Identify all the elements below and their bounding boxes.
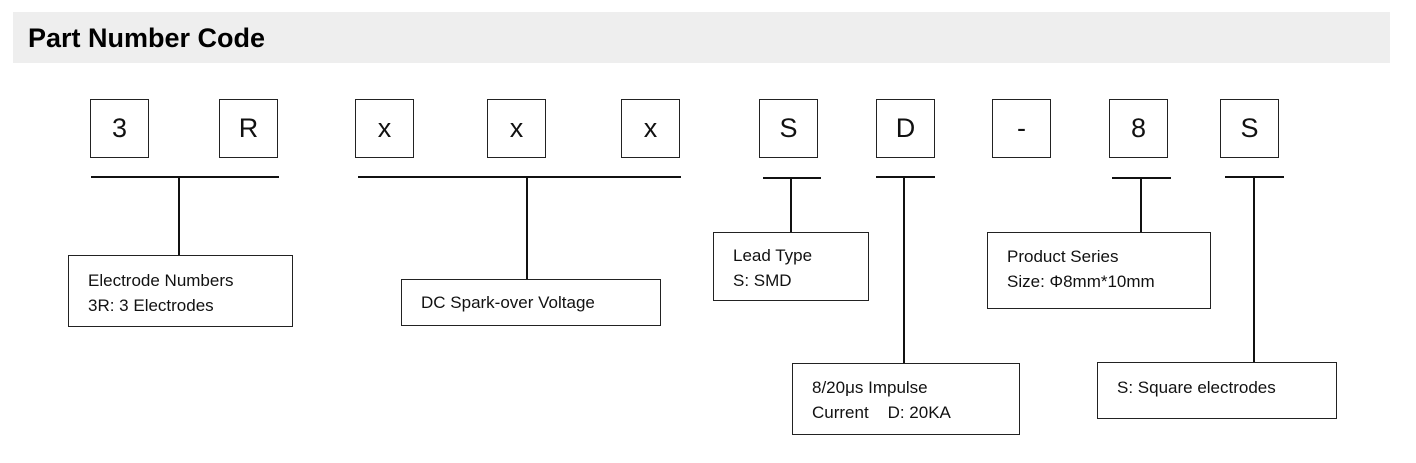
- electrode-numbers-value: 3R: 3 Electrodes: [88, 296, 214, 315]
- connector-line-voltage: [526, 176, 528, 280]
- code-char-box: S: [759, 99, 818, 158]
- code-char-box: x: [355, 99, 414, 158]
- product-series-value: Size: Φ8mm*10mm: [1007, 272, 1155, 291]
- code-char-box: R: [219, 99, 278, 158]
- lead-type-title: Lead Type: [733, 246, 813, 265]
- impulse-current-box: 8/20μs Impulse Current D: 20KA: [792, 363, 1020, 435]
- product-series-title: Product Series: [1007, 247, 1119, 266]
- code-char-box: -: [992, 99, 1051, 158]
- bracket-line-lead: [763, 177, 821, 179]
- electrode-numbers-title: Electrode Numbers: [88, 271, 234, 290]
- code-char-box: x: [621, 99, 680, 158]
- code-char-box: D: [876, 99, 935, 158]
- dc-voltage-title: DC Spark-over Voltage: [421, 293, 595, 312]
- page-title: Part Number Code: [28, 23, 266, 53]
- impulse-current-value: Current D: 20KA: [812, 403, 951, 422]
- square-electrodes-title: S: Square electrodes: [1117, 378, 1276, 397]
- bracket-line-electrode: [91, 176, 279, 178]
- connector-line-lead: [790, 177, 792, 233]
- connector-line-impulse: [903, 176, 905, 364]
- lead-type-box: Lead Type S: SMD: [713, 232, 869, 301]
- electrode-numbers-box: Electrode Numbers 3R: 3 Electrodes: [68, 255, 293, 327]
- bracket-line-impulse: [876, 176, 935, 178]
- connector-line-square: [1253, 176, 1255, 363]
- section-header: Part Number Code: [13, 12, 1390, 63]
- lead-type-value: S: SMD: [733, 271, 792, 290]
- connector-line-series: [1140, 177, 1142, 233]
- code-char-box: x: [487, 99, 546, 158]
- code-char-box: 8: [1109, 99, 1168, 158]
- product-series-box: Product Series Size: Φ8mm*10mm: [987, 232, 1211, 309]
- code-char-box: 3: [90, 99, 149, 158]
- impulse-current-title: 8/20μs Impulse: [812, 378, 928, 397]
- square-electrodes-box: S: Square electrodes: [1097, 362, 1337, 419]
- dc-voltage-box: DC Spark-over Voltage: [401, 279, 661, 326]
- code-char-box: S: [1220, 99, 1279, 158]
- bracket-line-voltage: [358, 176, 681, 178]
- connector-line-electrode: [178, 176, 180, 256]
